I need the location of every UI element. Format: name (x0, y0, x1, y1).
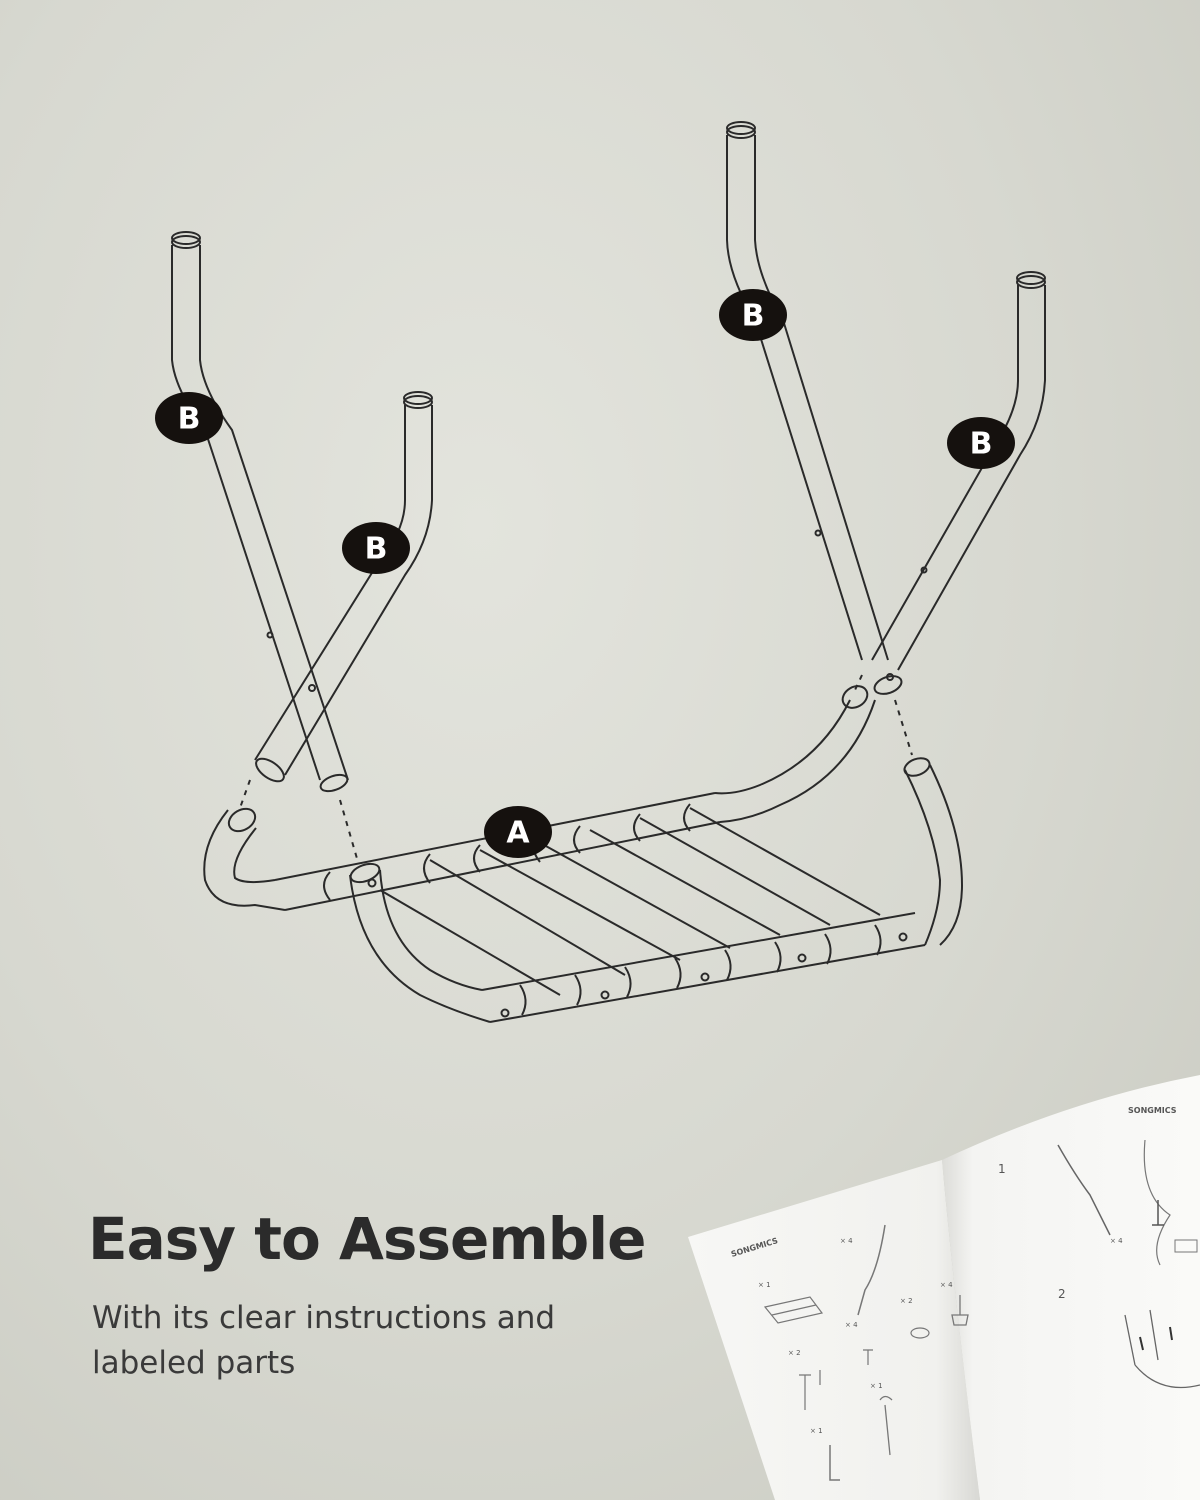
svg-text:B: B (742, 299, 765, 334)
leg-part-b-right-front (871, 271, 1046, 671)
svg-text:B: B (365, 532, 388, 567)
label-b-left-rear: B (155, 392, 223, 444)
frame-part-a (203, 685, 964, 1023)
label-a-frame: A (484, 806, 552, 858)
manual-right-page (942, 1075, 1200, 1500)
manual-qty-bolts-a: × 4 (845, 1321, 858, 1329)
svg-text:B: B (178, 402, 201, 437)
svg-text:A: A (506, 816, 530, 851)
label-b-right-rear: B (719, 289, 787, 341)
manual-qty-legs: × 4 (840, 1237, 853, 1245)
subtitle: With its clear instructions and labeled … (92, 1300, 556, 1381)
manual-qty-feet: × 4 (940, 1281, 953, 1289)
manual-qty-wrench: × 1 (870, 1382, 883, 1390)
label-b-left-front: B (342, 522, 410, 574)
headline: Easy to Assemble (88, 1205, 646, 1273)
manual-qty-key: × 1 (810, 1427, 823, 1435)
manual-qty-step1: × 4 (1110, 1237, 1123, 1245)
manual-qty-frame: × 1 (758, 1281, 771, 1289)
leg-part-b-right-rear (726, 121, 903, 695)
guide-line (894, 699, 913, 756)
manual-qty-bolts-b: × 2 (788, 1349, 801, 1357)
guide-line (854, 674, 863, 691)
manual-left-page (688, 1160, 980, 1500)
manual-brand-right: SONGMICS (1128, 1106, 1177, 1115)
assembly-diagram: B B B B A (155, 121, 1046, 1023)
instruction-manual-image: SONGMICS × 1 × 4 × 4 × 2 × 4 × 2 × 1 × 1… (688, 1075, 1200, 1500)
manual-qty-caps: × 2 (900, 1297, 913, 1305)
label-b-right-front: B (947, 417, 1015, 469)
svg-text:B: B (970, 427, 993, 462)
leg-part-b-left-front (254, 391, 433, 783)
guide-line (339, 799, 359, 863)
guide-line (239, 779, 251, 809)
manual-step-2: 2 (1058, 1287, 1066, 1301)
manual-step-1: 1 (998, 1162, 1006, 1176)
